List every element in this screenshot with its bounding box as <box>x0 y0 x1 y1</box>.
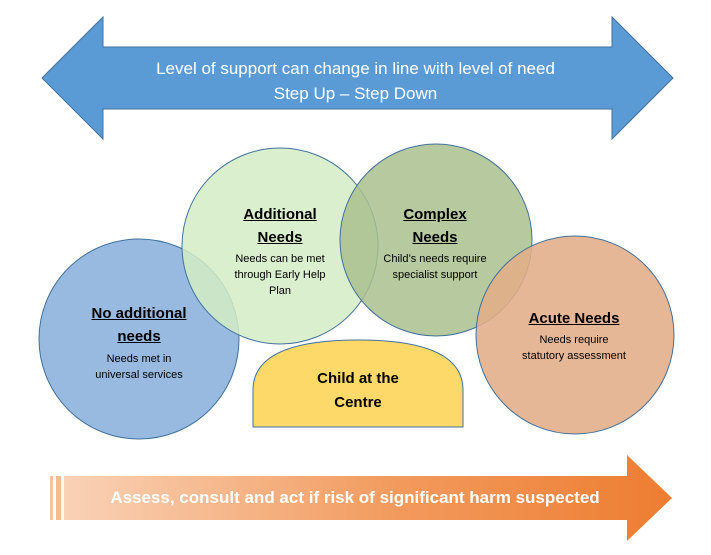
acute-needs-label: Acute Needs Needs require statutory asse… <box>500 307 648 364</box>
acute-desc-line2: statutory assessment <box>522 350 626 362</box>
bottom-arrow-text: Assess, consult and act if risk of signi… <box>110 488 600 507</box>
additional-desc-line3: Plan <box>268 285 292 297</box>
additional-title-line1: Additional <box>243 206 317 223</box>
circle-complex-needs <box>339 143 533 337</box>
centre-line2: Centre <box>334 394 382 411</box>
double-arrow-shape <box>41 15 674 141</box>
acute-desc-line1: Needs require <box>539 334 609 346</box>
child-at-centre-shape <box>252 339 464 428</box>
complex-title-line1: Complex <box>403 206 467 223</box>
additional-desc-line2: through Early Help <box>234 269 326 281</box>
no-additional-title-line2: needs <box>117 328 161 345</box>
complex-needs-label: Complex Needs Child’s needs require spec… <box>362 203 508 283</box>
bottom-arrow <box>50 455 672 541</box>
additional-desc-line1: Needs can be met <box>235 253 325 265</box>
circle-acute-needs <box>475 235 675 435</box>
acute-title: Acute Needs <box>528 310 620 327</box>
no-additional-needs-label: No additional needs Needs met in univers… <box>69 302 209 383</box>
complex-desc-line2: specialist support <box>392 269 478 281</box>
top-arrow-line1: Level of support can change in line with… <box>156 59 555 78</box>
centre-line1: Child at the <box>317 370 399 387</box>
additional-needs-label: Additional Needs Needs can be met throug… <box>210 203 350 299</box>
circle-no-additional-needs <box>38 238 240 440</box>
top-arrow-line2: Step Up – Step Down <box>273 84 438 103</box>
no-additional-title-line1: No additional <box>91 305 187 322</box>
complex-title-line2: Needs <box>412 229 458 246</box>
complex-desc-line1: Child’s needs require <box>383 253 487 265</box>
no-additional-desc-line1: Needs met in <box>106 353 172 365</box>
no-additional-desc-line2: universal services <box>95 369 183 381</box>
child-at-centre-label: Child at the Centre <box>283 367 433 415</box>
additional-title-line2: Needs <box>257 229 303 246</box>
